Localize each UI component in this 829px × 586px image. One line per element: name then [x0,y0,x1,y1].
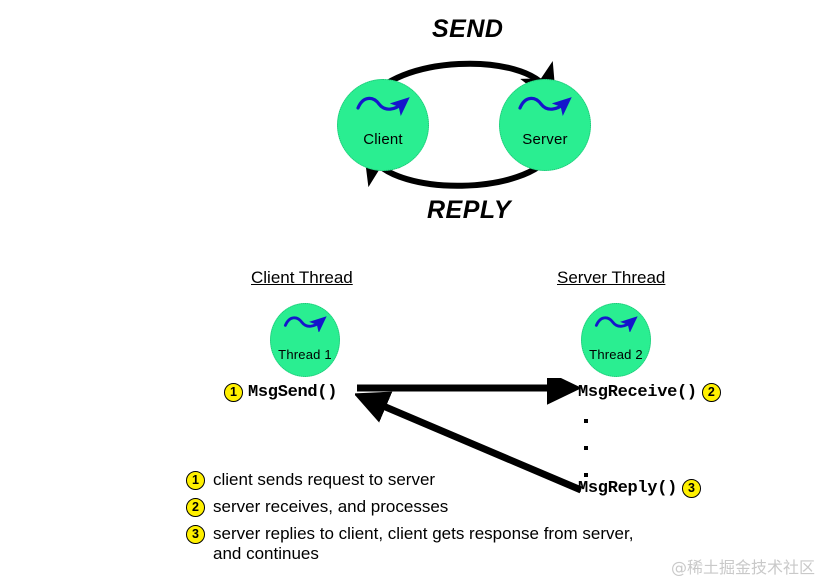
legend-item: 2 server receives, and processes [186,497,633,517]
legend-text-2: server receives, and processes [213,497,449,516]
node-thread-1: Thread 1 [270,303,340,377]
squiggle-arrow-icon [283,316,327,332]
legend-item: 1 client sends request to server [186,470,633,490]
ellipsis-dot [584,446,588,450]
legend-item: 3 server replies to client, client gets … [186,524,633,564]
ellipsis-dot [584,419,588,423]
call-msg-send-label: MsgSend() [248,383,338,402]
legend-text-3: server replies to client, client gets re… [213,524,634,563]
call-msg-send: 1 MsgSend() [224,383,337,402]
ellipsis-dot [584,473,588,477]
node-client-label: Client [363,131,403,149]
reply-arrow [355,391,583,494]
legend-badge-1: 1 [186,471,205,490]
node-thread-1-label: Thread 1 [278,347,332,363]
send-label: SEND [432,15,504,43]
call-msg-receive-label: MsgReceive() [578,383,697,402]
reply-label: REPLY [427,196,511,224]
node-server: Server [499,79,591,171]
client-thread-heading: Client Thread [251,268,353,287]
step-badge-2: 2 [701,383,721,402]
legend-badge-2: 2 [186,498,205,517]
node-client: Client [337,79,429,171]
node-thread-2: Thread 2 [581,303,651,377]
message-arrows [355,378,583,494]
squiggle-arrow-icon [518,96,572,116]
step-badge-3: 3 [682,479,702,498]
node-thread-2-label: Thread 2 [589,347,643,363]
step-badge-1: 1 [224,383,243,402]
node-server-label: Server [522,131,568,149]
legend-text-1: client sends request to server [213,470,436,489]
server-thread-heading: Server Thread [557,268,666,287]
call-msg-reply: MsgReply() 3 [578,479,702,498]
legend-badge-3: 3 [186,525,205,544]
squiggle-arrow-icon [594,316,638,332]
watermark: @稀土掘金技术社区 [670,558,815,577]
call-msg-reply-label: MsgReply() [578,479,678,498]
legend: 1 client sends request to server 2 serve… [186,470,633,571]
call-msg-receive: MsgReceive() 2 [578,383,721,402]
squiggle-arrow-icon [356,96,410,116]
